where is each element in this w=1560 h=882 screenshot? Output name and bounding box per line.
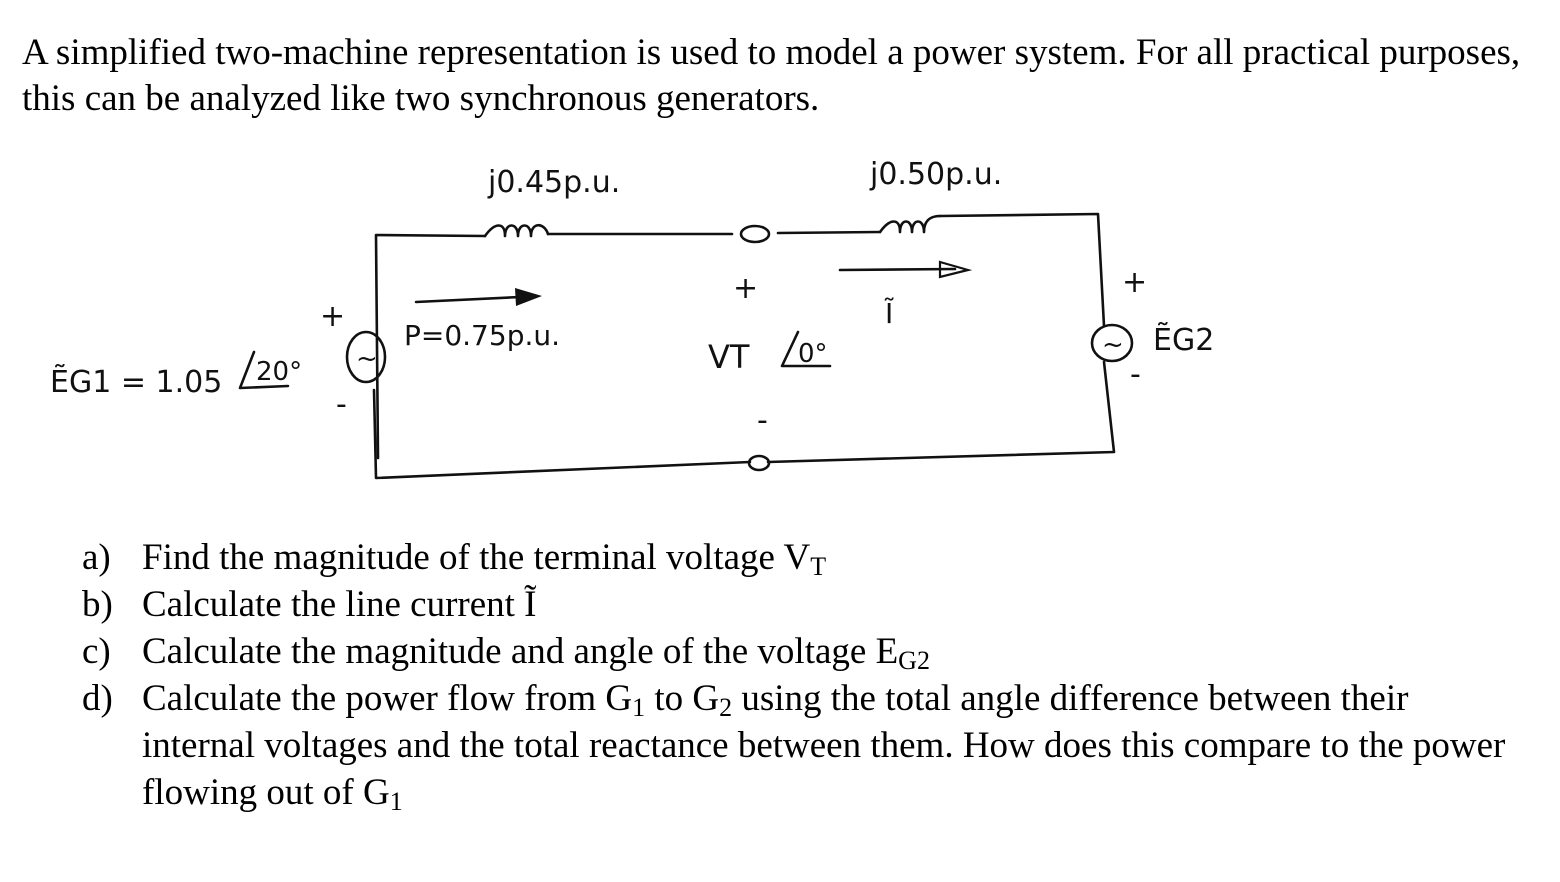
vt-angle-symbol (780, 330, 832, 368)
g2-minus: - (1130, 357, 1141, 392)
wire-left-top (374, 233, 487, 460)
current-label: Ĩ (884, 297, 894, 330)
eg1-label: ẼG1 = 1.05 (50, 364, 222, 400)
wire-bottom-left (372, 388, 752, 480)
question-text: Calculate the magnitude and angle of the… (142, 631, 899, 672)
question-label: b) (82, 584, 113, 625)
generator-g2-symbol (1090, 323, 1134, 363)
wire-mid-right (776, 230, 882, 235)
g1-plus: + (320, 299, 345, 334)
power-label: P=0.75p.u. (404, 319, 560, 352)
g1-minus: - (336, 387, 347, 422)
question-list: a) Find the magnitude of the terminal vo… (82, 534, 1522, 816)
eg1-angle: 20° (256, 357, 302, 387)
terminal-minus: - (757, 403, 768, 438)
vt-label: VT (708, 338, 750, 376)
inductor-x2 (878, 214, 942, 234)
current-arrow-head (938, 260, 973, 279)
eg2-label: ẼG2 (1153, 322, 1214, 358)
question-label: d) (82, 678, 113, 719)
terminal-bottom (747, 454, 771, 472)
terminal-top (739, 224, 771, 244)
wire-right-top (938, 212, 1106, 328)
question-text-cont: using the total angle difference between… (142, 678, 1506, 813)
question-text: Calculate the line current Ĩ (142, 584, 537, 625)
current-arrow-line (838, 267, 957, 272)
terminal-plus: + (733, 271, 758, 306)
eg1-angle-symbol (238, 350, 290, 390)
g2-plus: + (1122, 265, 1147, 300)
question-c: c) Calculate the magnitude and angle of … (82, 628, 1522, 675)
question-a: a) Find the magnitude of the terminal vo… (82, 534, 1522, 581)
subscript: 1 (632, 693, 646, 722)
x2-label: j0.50p.u. (869, 157, 1002, 192)
problem-intro: A simplified two-machine representation … (22, 32, 1521, 119)
power-arrow-line (414, 295, 522, 304)
power-arrow-head (515, 288, 542, 306)
g2-tilde: ~ (1102, 330, 1124, 360)
subscript: G2 (898, 646, 930, 675)
wire-right-bottom (766, 360, 1116, 464)
question-text: Find the magnitude of the terminal volta… (142, 537, 811, 578)
question-text-cont: to G (645, 678, 720, 719)
vt-angle: 0° (798, 339, 828, 369)
subscript: 2 (719, 693, 733, 722)
question-label: c) (82, 631, 111, 672)
question-d: d) Calculate the power flow from G1 to G… (82, 675, 1522, 816)
question-label: a) (82, 537, 111, 578)
subscript: 1 (389, 787, 403, 816)
g1-tilde: ~ (356, 344, 378, 374)
question-b: b) Calculate the line current Ĩ (82, 581, 1522, 628)
subscript: T (810, 552, 827, 581)
inductor-x1 (483, 223, 550, 238)
circuit-diagram: ~ ~ j0.45p.u. j0.50p.u. P=0.75p.u. Ĩ + -… (50, 157, 1214, 480)
generator-g1-symbol (345, 330, 387, 384)
question-text: Calculate the power flow from G (142, 678, 633, 719)
x1-label: j0.45p.u. (487, 165, 620, 200)
